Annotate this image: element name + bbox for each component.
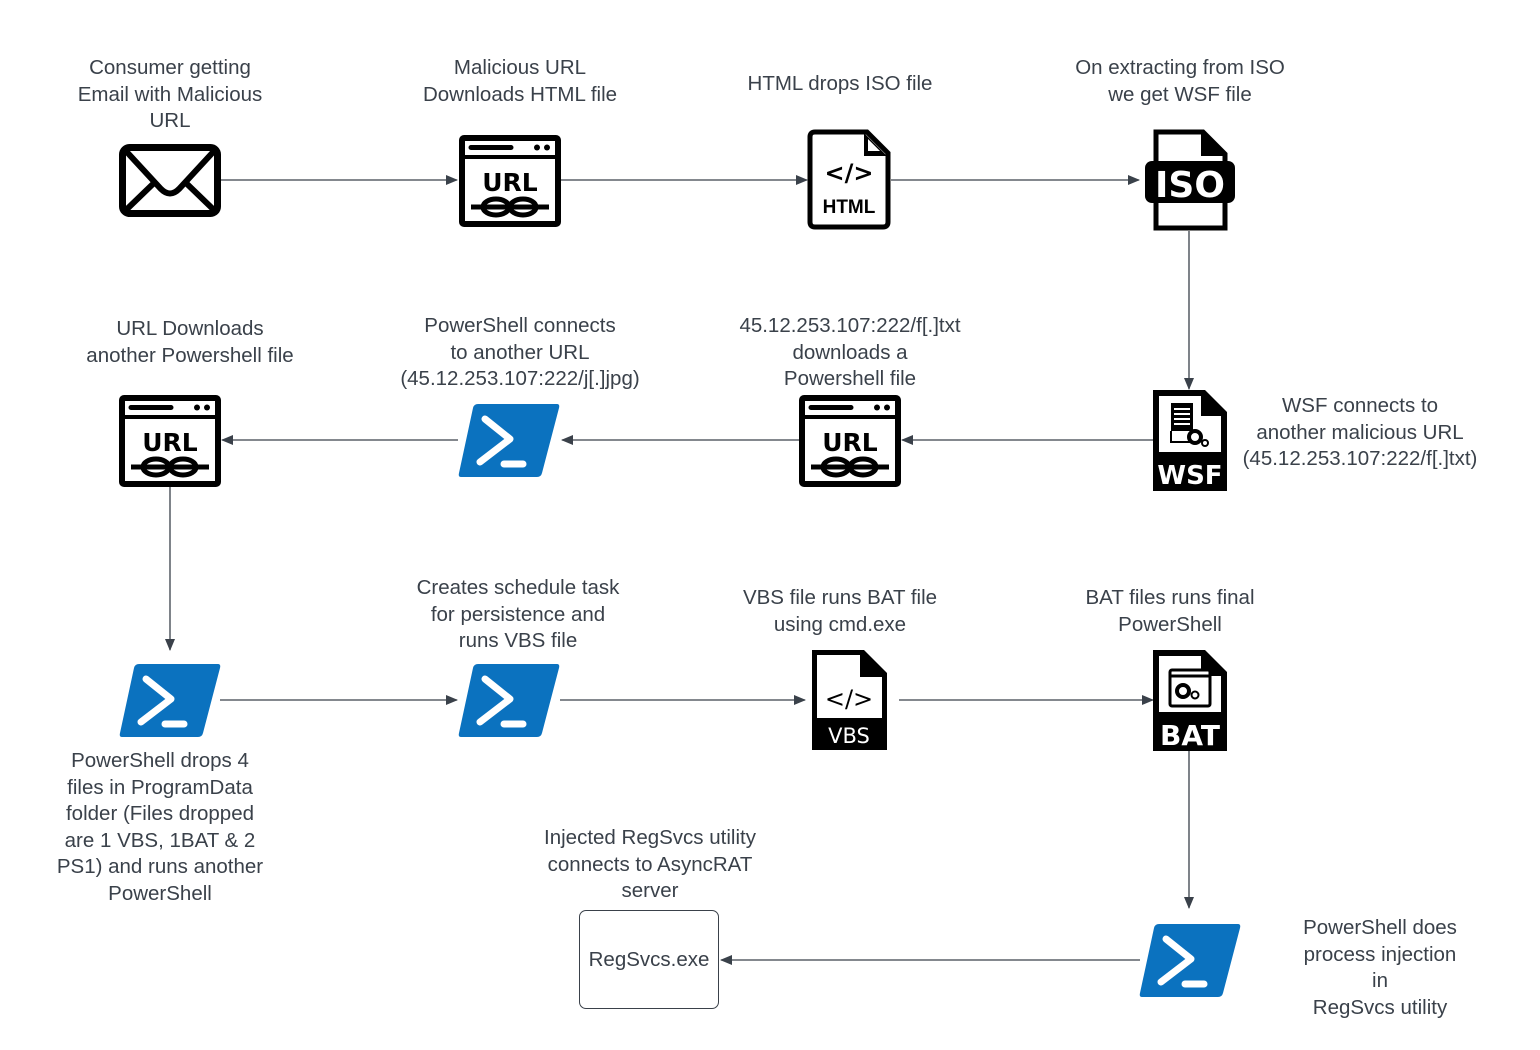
url-icon-text: URL (482, 168, 538, 197)
ps2-label: PowerShell drops 4 files in ProgramData … (56, 749, 264, 905)
bat-label: BAT files runs final PowerShell (1085, 586, 1255, 636)
wsf-icon-text: WSF (1157, 461, 1222, 491)
regsvcs-box-text: RegSvcs.exe (588, 947, 710, 971)
powershell-icon (458, 404, 560, 477)
url-icon-text: URL (822, 428, 878, 457)
ps4-label: PowerShell does process injection in Reg… (1303, 916, 1457, 1019)
bat-icon-text: BAT (1160, 719, 1220, 751)
url-browser-icon: URL (119, 395, 221, 487)
vbs-label: VBS file runs BAT file using cmd.exe (742, 586, 938, 636)
envelope-icon (119, 144, 221, 217)
email-label: Consumer getting Email with Malicious UR… (77, 56, 263, 132)
url1-label: Malicious URL Downloads HTML file (422, 56, 618, 106)
html-icon-text: HTML (823, 197, 876, 218)
iso-label: On extracting from ISO we get WSF file (1075, 56, 1285, 106)
url-browser-icon: URL (459, 135, 561, 227)
code-glyph: </> (825, 685, 873, 713)
wsf-label: WSF connects to another malicious URL (4… (1242, 394, 1478, 470)
html-label: HTML drops ISO file (747, 72, 933, 95)
vbs-file-icon: </> VBS (812, 650, 887, 750)
url2-label: 45.12.253.107:222/f[.]txt downloads a Po… (739, 314, 961, 390)
ps1-label: PowerShell connects to another URL (45.1… (400, 314, 640, 390)
powershell-icon (119, 664, 221, 737)
url-browser-icon: URL (799, 395, 901, 487)
code-glyph: </> (825, 159, 874, 187)
iso-icon-text: ISO (1155, 165, 1225, 206)
regsvcs-box: RegSvcs.exe (579, 910, 719, 1009)
powershell-icon (458, 664, 560, 737)
powershell-icon (1139, 924, 1241, 997)
vbs-icon-text: VBS (828, 724, 870, 748)
bat-file-icon: BAT (1153, 650, 1227, 751)
wsf-file-icon: WSF (1153, 390, 1227, 491)
url3-label: URL Downloads another Powershell file (86, 317, 294, 367)
iso-file-icon: ISO (1145, 129, 1235, 231)
url-icon-text: URL (142, 428, 198, 457)
html-file-icon: </> HTML (807, 129, 891, 230)
ps3-label: Creates schedule task for persistence an… (416, 576, 620, 652)
regsvcs-label: Injected RegSvcs utility connects to Asy… (544, 826, 756, 902)
